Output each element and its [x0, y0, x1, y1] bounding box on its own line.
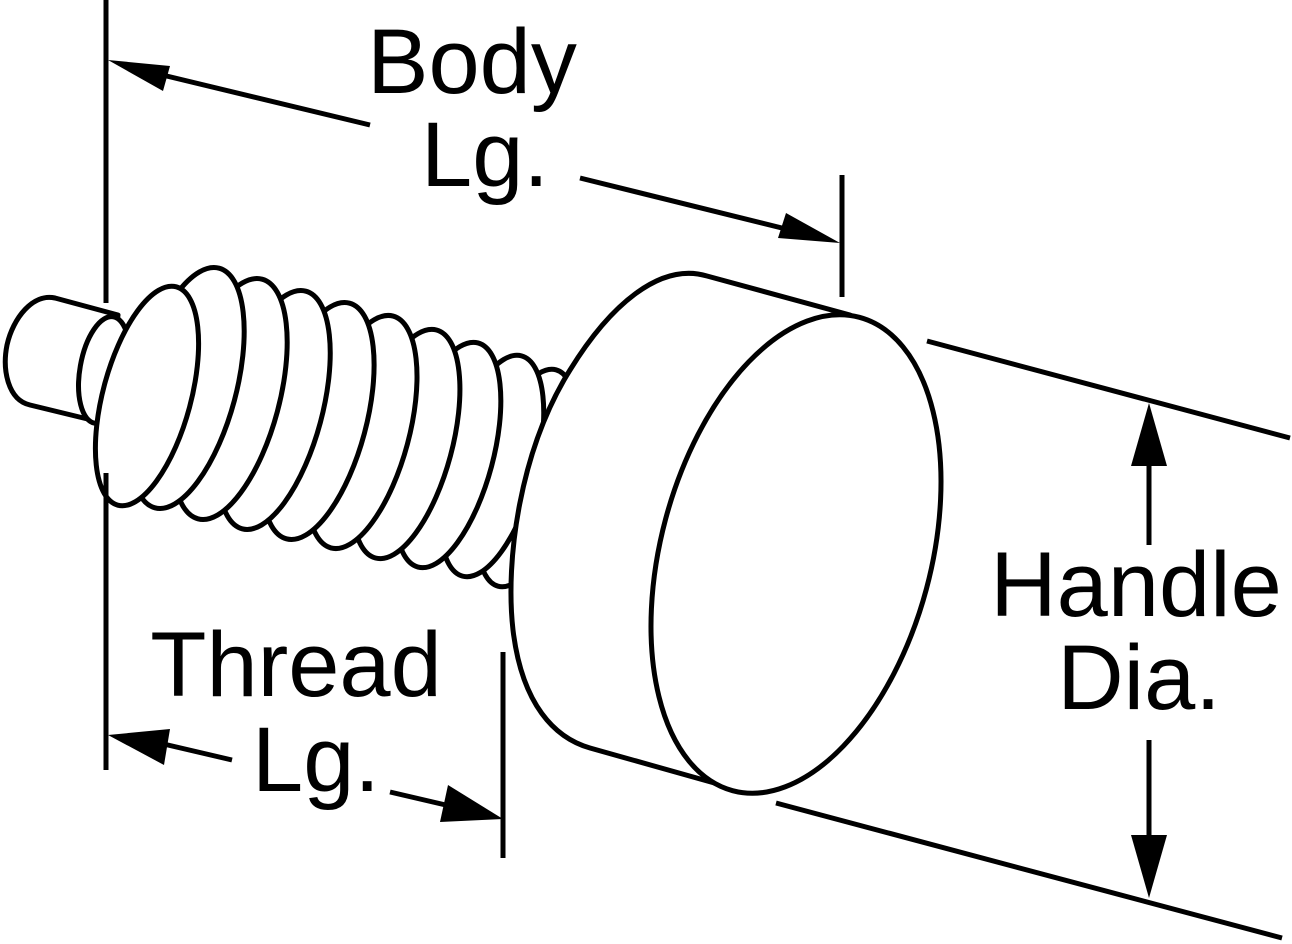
body-dimension-line-right — [579, 175, 791, 233]
handle-extension-line-bottom — [775, 800, 1283, 941]
body-dimension-line-left — [149, 69, 371, 128]
handle-arrowhead-top — [1131, 403, 1167, 466]
body-arrowhead-right — [778, 213, 840, 243]
body-length-dimension — [103, 0, 845, 303]
handle-label-line2: Dia. — [1057, 627, 1221, 729]
thread-dimension-line-left — [154, 739, 233, 763]
thread-arrowhead-right — [440, 785, 503, 822]
body-arrowhead-left — [108, 60, 170, 91]
body-label-line2: Lg. — [421, 104, 549, 206]
handle-front-face — [648, 312, 944, 796]
thread-dimension-line-right — [389, 789, 451, 809]
handle-extension-line-top — [926, 338, 1291, 441]
thread-label-line2: Lg. — [252, 709, 380, 811]
thumb-screw-illustration — [2, 265, 944, 796]
thread-label-line1: Thread — [150, 614, 442, 716]
thread-length-dimension — [103, 473, 506, 858]
handle-label-line1: Handle — [990, 534, 1282, 636]
handle-diameter-dimension — [775, 338, 1291, 941]
body-label-line1: Body — [367, 11, 577, 113]
thread-arrowhead-left — [108, 729, 170, 765]
handle-arrowhead-bottom — [1131, 835, 1167, 898]
